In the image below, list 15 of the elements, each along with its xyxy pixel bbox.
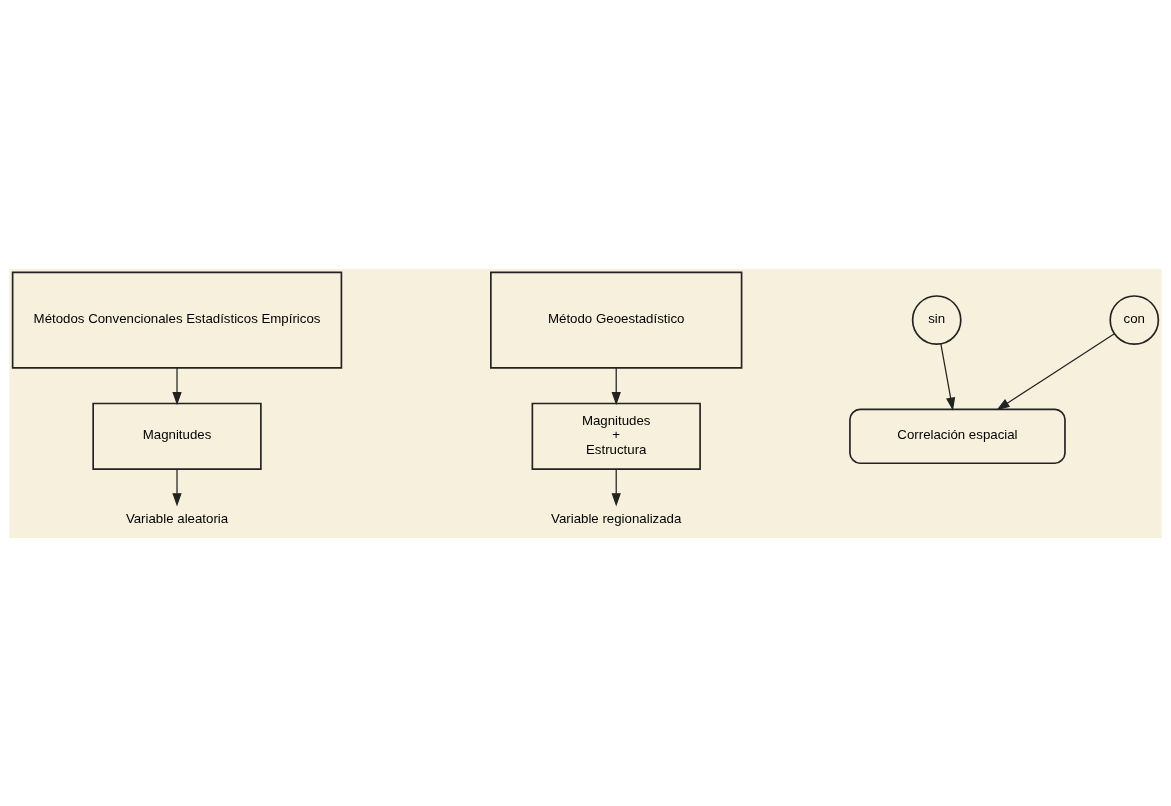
node-box: Magnitudes + Estructura [531, 402, 701, 470]
node-box: Magnitudes [92, 402, 262, 470]
node-box: Método Geoestadístico [490, 271, 743, 369]
node-circle: con [1109, 294, 1160, 345]
node-circle: sin [911, 294, 962, 345]
node-box: Correlación espacial [849, 408, 1066, 464]
node-box: Métodos Convencionales Estadísticos Empíricos [11, 271, 343, 369]
node-text: Variable aleatoria [125, 510, 229, 526]
node-text: Variable regionalizada [551, 510, 682, 526]
arrow [611, 468, 621, 506]
arrow [172, 366, 182, 405]
arrow [996, 332, 1115, 410]
arrow [940, 342, 956, 411]
arrow [172, 468, 182, 506]
arrow [611, 366, 621, 405]
